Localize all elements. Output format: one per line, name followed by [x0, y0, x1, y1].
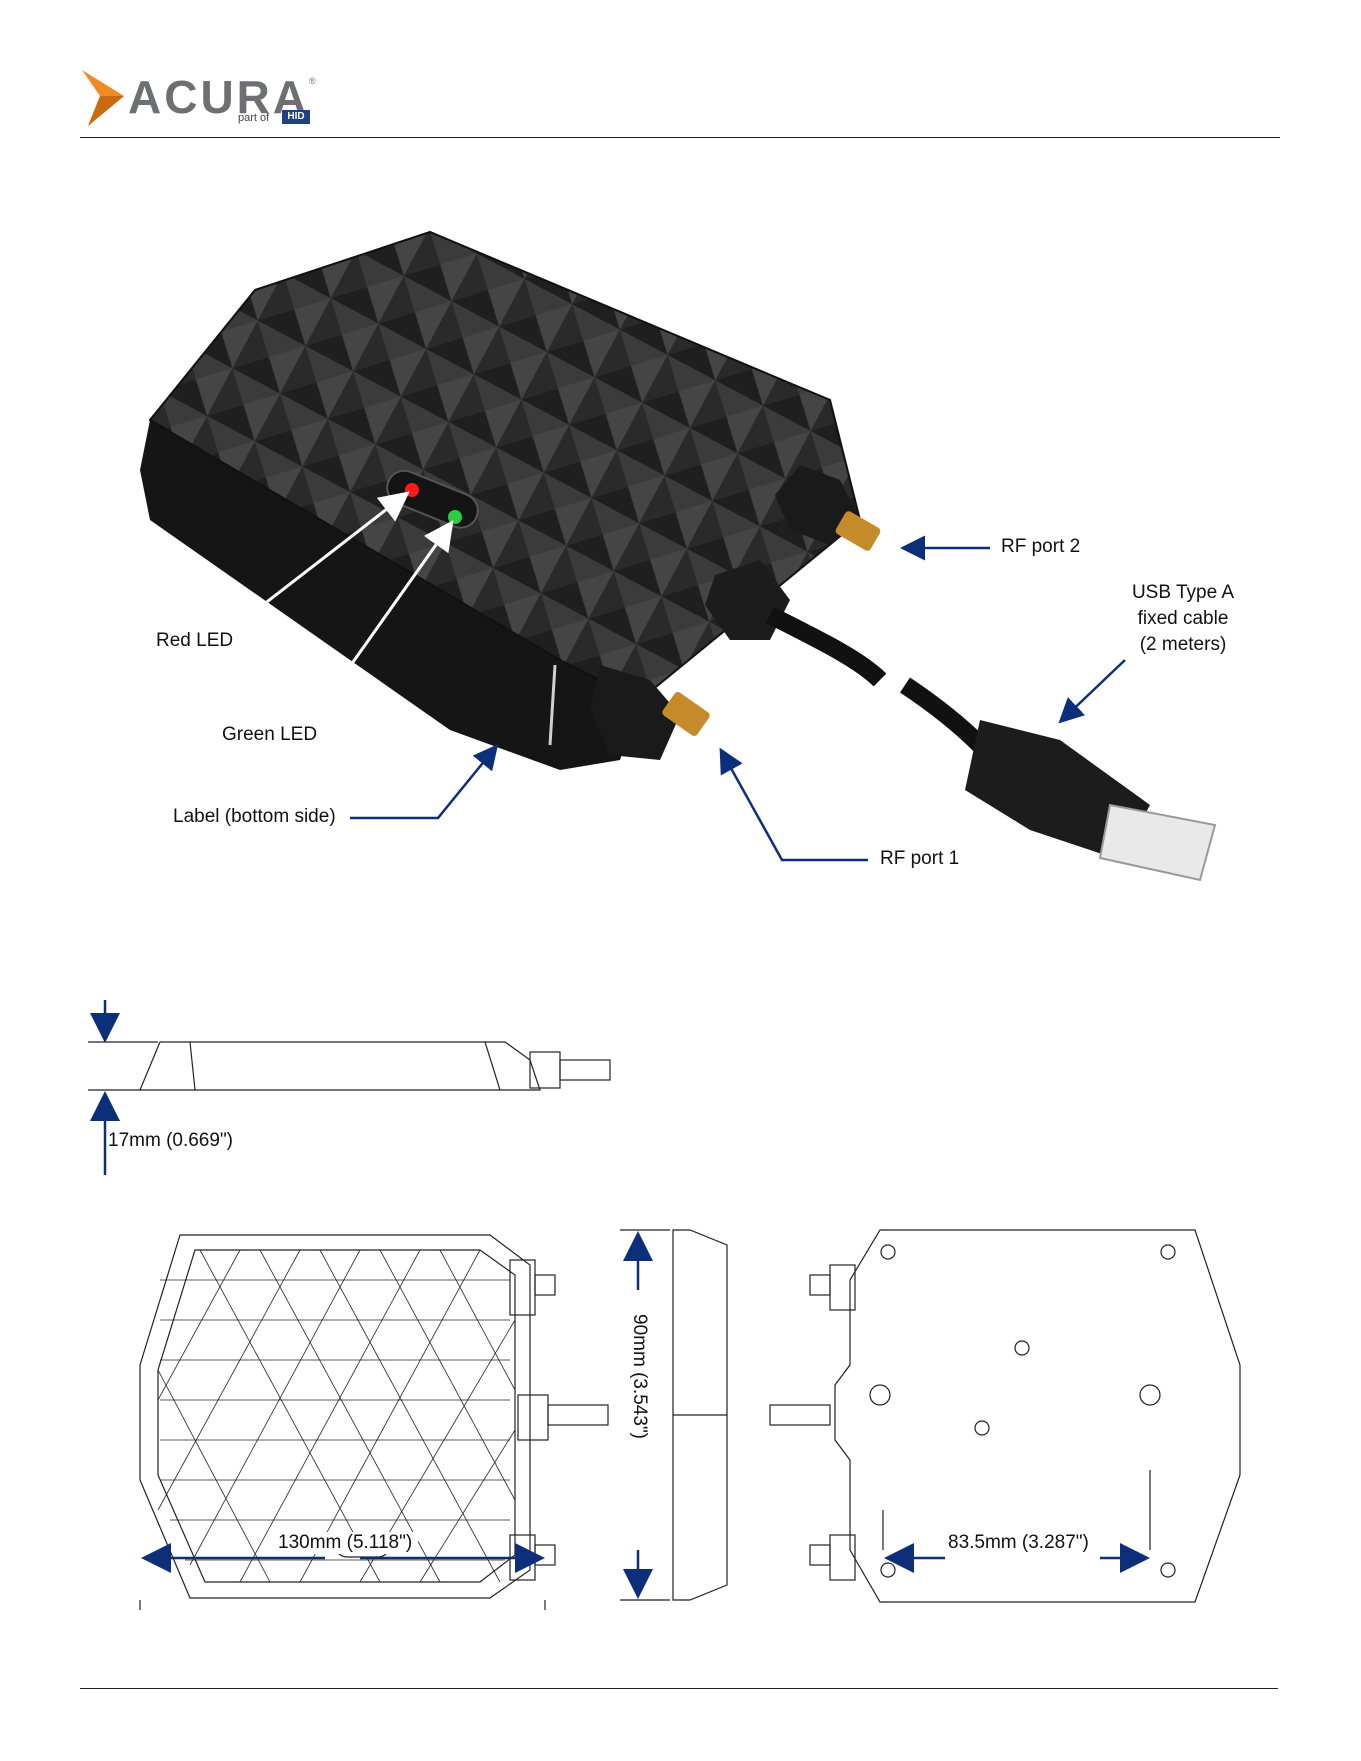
usb-arrow: [1062, 660, 1125, 720]
usb-cable-label: USB Type A fixed cable (2 meters): [1112, 580, 1254, 658]
length-dimension-label: 130mm (5.118"): [272, 1532, 418, 1554]
red-led-label: Red LED: [156, 630, 233, 652]
label-bottom-side: Label (bottom side): [173, 806, 336, 828]
red-led-arrow: [228, 495, 405, 632]
usb-label-line-2: fixed cable: [1112, 606, 1254, 632]
end-view-drawing: [673, 1230, 727, 1600]
footer-rule: [80, 1688, 1278, 1689]
green-led-arrow: [312, 525, 450, 720]
rf-port-1-label: RF port 1: [880, 848, 959, 870]
mount-spacing-label: 83.5mm (3.287"): [942, 1532, 1095, 1554]
height-dimension-label: 17mm (0.669"): [108, 1130, 233, 1152]
width-dimension-label: 90mm (3.543"): [628, 1314, 650, 1439]
label-arrow: [350, 748, 495, 818]
usb-label-line-1: USB Type A: [1112, 580, 1254, 606]
rf-port-2-label: RF port 2: [1001, 536, 1080, 558]
side-profile-drawing: [140, 1042, 610, 1090]
usb-label-line-3: (2 meters): [1112, 632, 1254, 658]
rf-port-1-arrow: [722, 752, 868, 860]
callout-arrows: [0, 0, 1361, 900]
dimension-drawings: [0, 990, 1361, 1610]
green-led-label: Green LED: [222, 724, 317, 746]
